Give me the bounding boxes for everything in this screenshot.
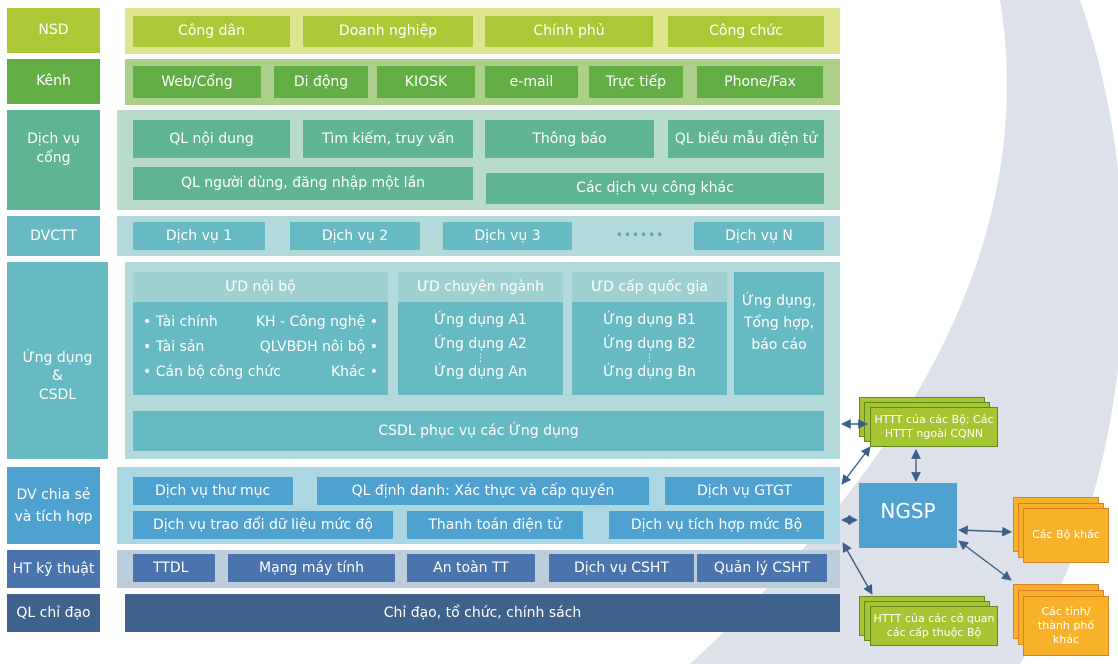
dvcs-gtgt: Dịch vụ GTGT — [665, 477, 824, 505]
nsd-item-doanh-nghiep: Doanh nghiệp — [303, 16, 473, 47]
dvcs-ql-dinh-danh: QL định danh: Xác thực và cấp quyền — [317, 477, 649, 505]
dvcs-thanh-toan: Thanh toán điện tử — [407, 511, 583, 539]
dvctt-ellipsis: •••••• — [615, 228, 665, 243]
dvcs-thu-muc: Dịch vụ thư mục — [133, 477, 293, 505]
dv-chia-se-line-2: và tích hợp — [14, 508, 93, 525]
layer-label-nsd: NSD — [7, 8, 100, 53]
dvc-thong-bao: Thông báo — [485, 120, 654, 158]
csdl-phuc-vu-ung-dung: CSDL phục vụ các Ứng dụng — [133, 411, 824, 451]
httt-co-quan-card: HTTT của các cở quan các cấp thuộc Bộ — [870, 606, 998, 646]
dvc-tim-kiem: Tìm kiếm, truy vấn — [303, 120, 473, 158]
dvc-ql-nguoi-dung: QL người dùng, đăng nhập một lần — [133, 167, 473, 200]
layer-label-ql-chi-dao: QL chỉ đạo — [7, 594, 100, 632]
kenh-item-email: e-mail — [485, 66, 578, 98]
ud-noi-bo-item: • Tài chính — [143, 314, 218, 330]
httt-co-quan-line-2: các cấp thuộc Bộ — [886, 626, 982, 639]
kenh-item-phone-fax: Phone/Fax — [697, 66, 823, 98]
layer-label-dv-chia-se: DV chia sẻ và tích hợp — [7, 467, 100, 544]
ud-a2: Ứng dụng A2 — [434, 336, 527, 352]
ud-tong-hop-bao-cao: Ứng dụng, Tổng hợp, báo cáo — [734, 272, 824, 395]
ud-noi-bo-item: • Tài sản — [143, 339, 205, 355]
dvctt-dich-vu-2: Dịch vụ 2 — [290, 222, 420, 250]
httt-co-quan-line-1: HTTT của các cở quan — [873, 611, 995, 625]
layer-label-dvctt: DVCTT — [7, 216, 100, 256]
dvc-cac-dich-vu-khac: Các dịch vụ công khác — [486, 173, 824, 204]
dvctt-dich-vu-3: Dịch vụ 3 — [443, 222, 572, 250]
ud-vertical-dots: ⋮ — [644, 353, 655, 364]
kenh-item-kiosk: KIOSK — [377, 66, 475, 98]
ud-chuyen-nganh-title: ƯD chuyên ngành — [398, 272, 563, 302]
cac-tinh-card: Các tỉnh/ thành phố khác — [1023, 596, 1109, 656]
dvc-ql-bieu-mau: QL biểu mẫu điện tử — [668, 120, 824, 158]
httt-bo-card: HTTT của các Bộ; Các HTTT ngoài CQNN — [870, 407, 998, 447]
kenh-item-web: Web/Cổng — [133, 66, 261, 98]
ud-noi-bo-body: • Tài chính KH - Công nghệ • • Tài sản QLV… — [133, 302, 388, 395]
httt-bo-line-1: HTTT của các Bộ; Các — [874, 412, 994, 426]
layer-label-kenh: Kênh — [7, 59, 100, 104]
ud-chuyen-nganh-body: Ứng dụng A1 Ứng dụng A2 ⋮ Ứng dụng An — [398, 302, 563, 395]
dvctt-dich-vu-1: Dịch vụ 1 — [133, 222, 265, 250]
kenh-item-di-dong: Di động — [274, 66, 368, 98]
dvcs-tich-hop-muc-bo: Dịch vụ tích hợp mức Bộ — [609, 511, 824, 539]
nsd-item-chinh-phu: Chính phủ — [485, 16, 653, 47]
htkt-ttdl: TTDL — [133, 554, 215, 582]
ud-noi-bo-item: QLVBĐH nôi bộ • — [259, 339, 378, 355]
ud-noi-bo-item: KH - Công nghệ • — [255, 314, 378, 330]
ud-a1: Ứng dụng A1 — [434, 312, 527, 328]
ud-noi-bo-item: • Cán bộ công chức — [143, 364, 281, 380]
crescent-shape — [690, 0, 1118, 664]
ud-an: Ứng dụng An — [434, 364, 527, 380]
htkt-an-toan-tt: An toàn TT — [407, 554, 535, 582]
layer-label-ht-ky-thuat: HT kỹ thuật — [7, 550, 100, 588]
layer-label-ung-dung-csdl: Ứng dụng & CSDL — [7, 262, 108, 459]
htkt-quan-ly-csht: Quản lý CSHT — [697, 554, 827, 582]
cac-tinh-line-1: Các tỉnh/ — [1041, 604, 1091, 618]
ud-cap-quoc-gia-body: Ứng dụng B1 Ứng dụng B2 ⋮ Ứng dụng Bn — [572, 302, 727, 395]
dvcs-trao-doi-du-lieu: Dịch vụ trao đổi dữ liệu mức độ — [133, 511, 393, 539]
cac-bo-khac-card: Các Bộ khác — [1023, 508, 1109, 563]
kenh-item-truc-tiep: Trực tiếp — [589, 66, 683, 98]
tong-hop-line-1: Ứng dụng, — [741, 293, 817, 309]
ngsp-box: NGSP — [859, 483, 957, 548]
ud-label-line-3: CSDL — [38, 386, 77, 403]
ud-vertical-dots: ⋮ — [475, 353, 486, 364]
tong-hop-line-2: Tổng hợp, — [743, 315, 815, 331]
cac-tinh-line-2: thành phố khác — [1037, 618, 1095, 647]
dich-vu-cong-label: Dịch vụ cổng — [27, 131, 80, 166]
layer-label-dich-vu-cong: Dịch vụ cổng — [7, 110, 100, 210]
dvc-ql-noi-dung: QL nội dung — [133, 120, 290, 158]
ud-noi-bo-title: ƯD nội bộ — [133, 272, 388, 302]
ud-bn: Ứng dụng Bn — [603, 364, 696, 380]
httt-bo-line-2: HTTT ngoài CQNN — [884, 427, 984, 440]
ud-b1: Ứng dụng B1 — [603, 312, 696, 328]
ud-label-line-2: & — [52, 368, 63, 385]
ud-label-line-1: Ứng dụng — [22, 350, 93, 367]
nsd-item-cong-dan: Công dân — [133, 16, 290, 47]
ud-noi-bo-item: Khác • — [330, 364, 378, 380]
nsd-item-cong-chuc: Công chức — [668, 16, 824, 47]
dvctt-dich-vu-n: Dịch vụ N — [694, 222, 824, 250]
htkt-mang-may-tinh: Mạng máy tính — [228, 554, 395, 582]
ud-cap-quoc-gia-title: ƯD cấp quốc gia — [572, 272, 727, 302]
tong-hop-line-3: báo cáo — [751, 337, 807, 353]
ud-b2: Ứng dụng B2 — [603, 336, 696, 352]
dv-chia-se-line-1: DV chia sẻ — [16, 486, 91, 503]
ql-chi-dao-content: Chỉ đạo, tổ chức, chính sách — [125, 594, 840, 632]
htkt-dich-vu-cshc: Dịch vụ CSHT — [549, 554, 694, 582]
